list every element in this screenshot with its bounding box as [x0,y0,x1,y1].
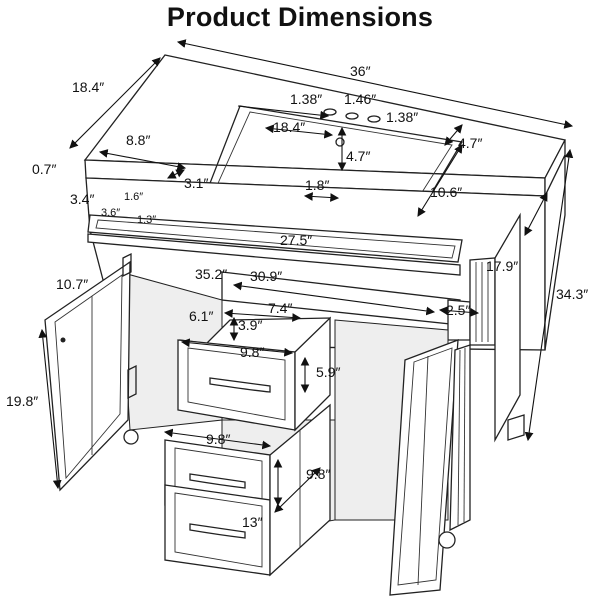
dim-cabinet-depth: 17.9″ [486,258,518,274]
dim-hinge-d: 1.3″ [137,214,156,226]
page-title: Product Dimensions [166,2,434,32]
dim-drawer-lower-depth: 13″ [242,514,263,530]
dim-left-margin-depth: 3.1″ [184,175,208,191]
dimension-labels: 36″ 18.4″ 0.7″ 1.38″ 1.46″ 1.38″ 18.4″ 8… [6,63,588,530]
dim-drawer-inset: 6.1″ [189,308,213,324]
dim-drawer-lower-width: 9.8″ [206,431,230,447]
dim-overall-height: 34.3″ [556,286,588,302]
dim-drain: 1.8″ [305,177,329,193]
dim-drawer-lower-height: 9.8″ [306,466,330,482]
middle-drawer-handle [189,473,246,489]
dim-hinge-c: 3.6″ [101,207,120,219]
faucet-hole-left [323,108,337,116]
dim-faucet-left: 1.38″ [290,91,322,107]
dim-small-gap: 2.5″ [446,302,470,318]
dim-basin-length: 10.6″ [430,184,462,200]
faucet-hole-right [367,115,381,123]
dim-drawer-top-width: 9.8″ [240,344,264,360]
dim-faucet-hole: 1.46″ [344,91,376,107]
right-door [389,339,471,596]
dim-drawer-offset: 7.4″ [268,300,292,316]
dim-basin-to-edge: 4.7″ [458,135,482,151]
top-drawer-handle [209,377,271,393]
dim-door-width: 10.7″ [56,276,88,292]
dim-drawer-front-width: 27.5″ [280,232,312,248]
dim-inner-width-2: 30.9″ [250,268,282,284]
dim-faucet-right: 1.38″ [386,109,418,125]
bottom-drawer-front [164,484,271,576]
dimension-lines [38,39,574,513]
dim-basin-width: 18.4″ [273,119,305,135]
dim-drawer-top-front: 5.9″ [316,364,340,380]
dim-hinge-a: 3.4″ [70,191,94,207]
dim-hinge-b: 1.6″ [124,191,143,203]
dim-door-height: 19.8″ [6,393,38,409]
dim-basin-depth-back: 4.7″ [346,148,370,164]
false-drawer-front [87,214,463,263]
dim-drawer-top-height: 3.9″ [238,317,262,333]
dim-top-depth: 18.4″ [72,79,104,95]
faucet-hole-center [345,112,359,120]
dim-top-thickness: 0.7″ [32,161,56,177]
bottom-drawer-handle [189,523,246,539]
dim-inner-width: 35.2″ [195,266,227,282]
drain-hole [335,137,345,147]
dim-top-width: 36″ [350,63,371,79]
dim-left-margin: 8.8″ [126,132,150,148]
